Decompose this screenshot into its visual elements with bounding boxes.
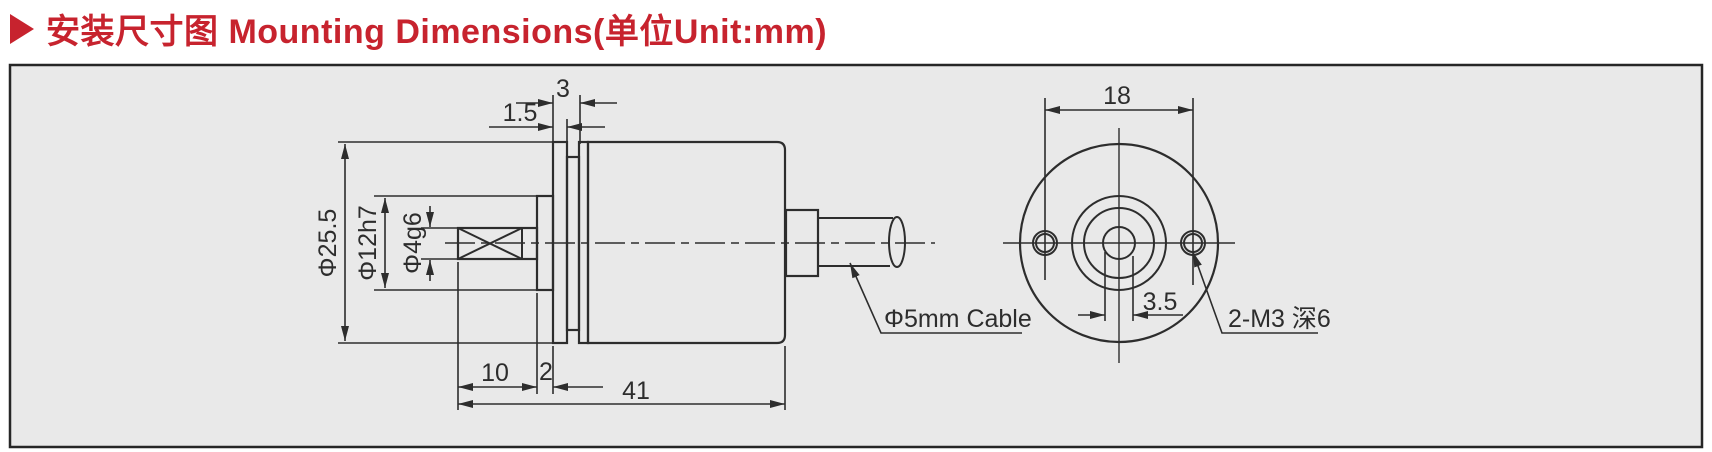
dim-flange-total [516,95,617,144]
dim-body-length [458,346,786,410]
drawing-panel [8,63,1704,449]
section-title: 安装尺寸图 Mounting Dimensions(单位Unit:mm) [46,13,828,51]
dim-label-boss-diameter: Φ12h7 [354,205,382,281]
shaft-flat-cross [457,227,523,260]
triangle-right-icon [10,13,34,44]
dim-label-shaft-diameter: Φ4g6 [399,212,427,274]
dim-shaft-diameter [421,206,458,281]
dim-shaft-length [457,262,538,410]
dim-shaft-flat [1078,252,1183,321]
dim-label-boss-length: 2 [539,358,553,386]
dim-label-flange-front: 1.5 [503,99,538,127]
dim-label-shaft-length: 10 [481,359,509,387]
collar-circle [1083,207,1155,279]
cable-leader-line [849,262,1022,334]
dim-label-shaft-flat: 3.5 [1143,288,1178,316]
hole-leader-line [1192,251,1318,334]
cable-label: Φ5mm Cable [884,305,1032,333]
section-title-bar: 安装尺寸图 Mounting Dimensions(单位Unit:mm) [10,4,827,53]
body-circle [1018,142,1220,344]
dim-body-diameter [338,141,553,344]
dim-boss-diameter [374,195,537,291]
dim-flange-front [489,119,605,142]
front-view: 18 3.5 2-M3 深6 [1003,82,1331,363]
body-outline [586,140,787,345]
dim-label-body-length: 41 [622,377,650,405]
hole-label: 2-M3 深6 [1228,305,1331,333]
dim-label-hole-spacing: 18 [1103,82,1131,110]
dim-label-body-diameter: Φ25.5 [314,209,342,278]
shaft-circle [1102,226,1136,260]
dim-boss-length [552,346,603,394]
boss-circle [1071,195,1167,291]
cable-gland [784,208,820,278]
dim-label-flange-total: 3 [556,75,570,103]
side-view: 3 1.5 Φ25.5 Φ12h7 [314,75,1032,410]
